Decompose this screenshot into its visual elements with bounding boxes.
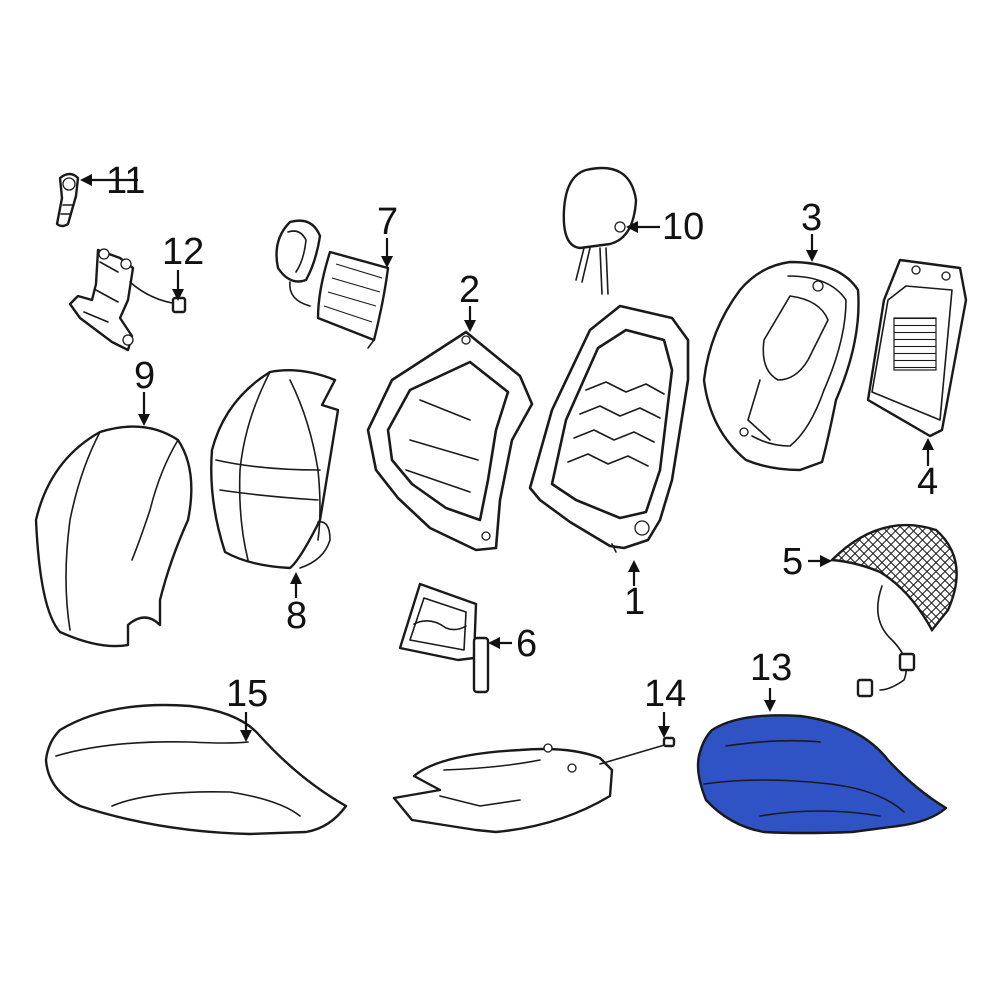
callout-leaders [80,174,934,742]
part-14-occupant-sensor[interactable] [392,736,676,834]
callout-4: 4 [917,461,938,503]
callout-1: 1 [624,581,645,623]
part-3-backrest-panel[interactable] [702,260,860,472]
part-13-seat-cushion-pad[interactable] [696,714,948,835]
callout-2: 2 [459,269,480,311]
part-6-control-module[interactable] [398,582,490,694]
callout-12: 12 [162,231,204,273]
callout-10: 10 [662,206,704,248]
part-5-heater-mat[interactable] [829,523,958,698]
callout-9: 9 [134,355,155,397]
part-4-back-trim-panel[interactable] [866,258,968,438]
part-1-backrest-frame-spring[interactable] [528,304,690,553]
callout-15: 15 [226,673,268,715]
callout-11: 11 [106,160,145,202]
callout-6: 6 [516,623,537,665]
part-11-adjuster-knob[interactable] [55,172,80,228]
callout-8: 8 [286,595,307,637]
part-10-headrest[interactable] [562,166,638,295]
part-15-seat-cushion-cover[interactable] [44,703,348,836]
callout-3: 3 [801,197,822,239]
callout-14: 14 [644,673,686,715]
callout-labels: 11 12 9 7 2 10 3 4 1 8 5 6 15 14 13 [106,160,938,715]
callout-5: 5 [782,541,803,583]
part-2-backrest-frame[interactable] [366,330,534,552]
callout-13: 13 [750,647,792,689]
part-7-lumbar-module[interactable] [275,219,390,349]
part-9-backrest-cover[interactable] [34,425,193,648]
callout-7: 7 [377,201,398,243]
part-8-backrest-pad[interactable] [210,369,340,570]
